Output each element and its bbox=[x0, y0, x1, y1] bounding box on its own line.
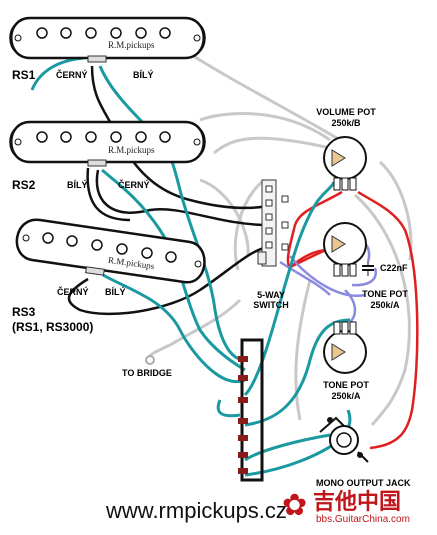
capacitor-label: C22nF bbox=[380, 263, 408, 273]
tone-pot-1-icon bbox=[323, 222, 367, 277]
rs1-label: RS1 bbox=[12, 68, 36, 82]
rs2-brand-label: R.M.pickups bbox=[108, 145, 155, 155]
switch-label-line1: 5-WAY bbox=[257, 290, 285, 300]
pickup-rs3 bbox=[15, 218, 206, 284]
rs3-label: RS3 bbox=[12, 305, 36, 319]
gray-ground-wires bbox=[148, 48, 413, 426]
pickup-rs1 bbox=[9, 16, 206, 63]
rs1-brand-label: R.M.pickups bbox=[108, 40, 155, 50]
volume-pot-value: 250k/B bbox=[331, 118, 361, 128]
five-way-switch bbox=[257, 179, 289, 267]
rs3-subtitle: (RS1, RS3000) bbox=[12, 320, 94, 334]
volume-pot-title: VOLUME POT bbox=[316, 107, 376, 117]
watermark-logo-icon: ✿ bbox=[282, 488, 308, 523]
bridge-label: TO BRIDGE bbox=[122, 368, 172, 378]
tone-pot-2-title: TONE POT bbox=[323, 380, 369, 390]
output-jack-icon bbox=[319, 416, 369, 463]
rs3-wire-right: BÍLÝ bbox=[105, 287, 126, 297]
ground-bus-bar bbox=[238, 338, 264, 482]
rs3-wire-left: ČERNÝ bbox=[57, 287, 89, 297]
rs1-wire-left: ČERNÝ bbox=[56, 70, 88, 80]
tone-pot-2-icon bbox=[323, 321, 367, 374]
black-wires bbox=[67, 65, 269, 316]
rs2-wire-left: BÍLÝ bbox=[67, 180, 88, 190]
rs2-wire-right: ČERNÝ bbox=[118, 180, 150, 190]
capacitor-icon bbox=[362, 262, 374, 276]
watermark-url: bbs.GuitarChina.com bbox=[316, 514, 410, 525]
rs2-label: RS2 bbox=[12, 178, 36, 192]
rs1-wire-right: BÍLÝ bbox=[133, 70, 154, 80]
tone-pot-1-value: 250k/A bbox=[370, 300, 400, 310]
footer-url: www.rmpickups.cz bbox=[106, 498, 287, 523]
watermark: ✿ 吉他中国 bbs.GuitarChina.com bbox=[282, 484, 434, 532]
tone-pot-2-value: 250k/A bbox=[331, 391, 361, 401]
bridge-terminal-icon bbox=[145, 355, 155, 365]
jack-label: MONO OUTPUT JACK bbox=[316, 478, 411, 488]
tone-pot-1-title: TONE POT bbox=[362, 289, 408, 299]
pickup-rs2 bbox=[9, 120, 206, 167]
watermark-chinese: 吉他中国 bbox=[313, 490, 402, 515]
switch-label-line2: SWITCH bbox=[253, 300, 289, 310]
volume-pot-icon bbox=[323, 136, 367, 191]
